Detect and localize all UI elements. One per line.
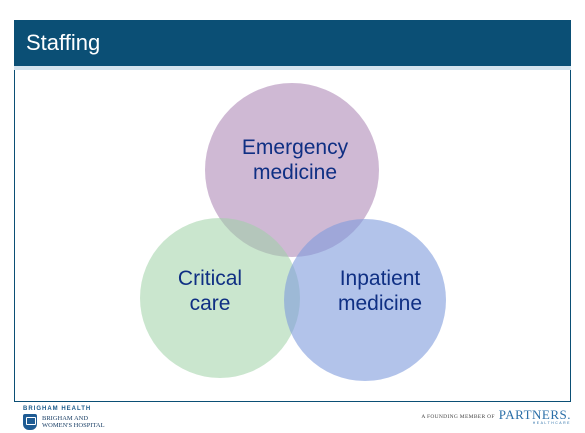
brigham-health-logo: BRIGHAM HEALTH BRIGHAM AND WOMEN'S HOSPI… (23, 405, 105, 430)
slide-title-bar: Staffing (14, 20, 571, 70)
hospital-name-line: BRIGHAM AND (42, 415, 89, 422)
venn-label-line: medicine (252, 161, 338, 184)
slide-footer: BRIGHAM HEALTH BRIGHAM AND WOMEN'S HOSPI… (0, 402, 585, 433)
partners-subtitle: HEALTHCARE (532, 421, 571, 425)
venn-label-line: Inpatient (339, 267, 421, 290)
partners-name: PARTNERS. (498, 407, 571, 422)
venn-label-critical: Critical care (140, 266, 280, 316)
venn-label-line: medicine (337, 292, 423, 315)
venn-circle-critical (140, 218, 300, 378)
slide-title: Staffing (26, 30, 101, 55)
venn-circle-inpatient (284, 219, 446, 381)
hospital-shield-icon (23, 414, 37, 430)
hospital-name-line: WOMEN'S HOSPITAL (42, 422, 105, 429)
venn-label-line: Critical (177, 267, 243, 290)
venn-label-line: care (189, 292, 231, 315)
venn-label-emergency: Emergency medicine (215, 135, 375, 185)
venn-circle-emergency (205, 83, 379, 257)
founding-member-text: A FOUNDING MEMBER OF (421, 413, 495, 420)
partners-logo: A FOUNDING MEMBER OF PARTNERS. HEALTHCAR… (421, 408, 571, 425)
partners-mark: PARTNERS. HEALTHCARE (499, 408, 571, 425)
venn-label-inpatient: Inpatient medicine (300, 266, 460, 316)
venn-label-line: Emergency (241, 136, 349, 159)
brigham-health-brand: BRIGHAM HEALTH (23, 406, 92, 412)
hospital-name: BRIGHAM AND WOMEN'S HOSPITAL (42, 415, 105, 429)
